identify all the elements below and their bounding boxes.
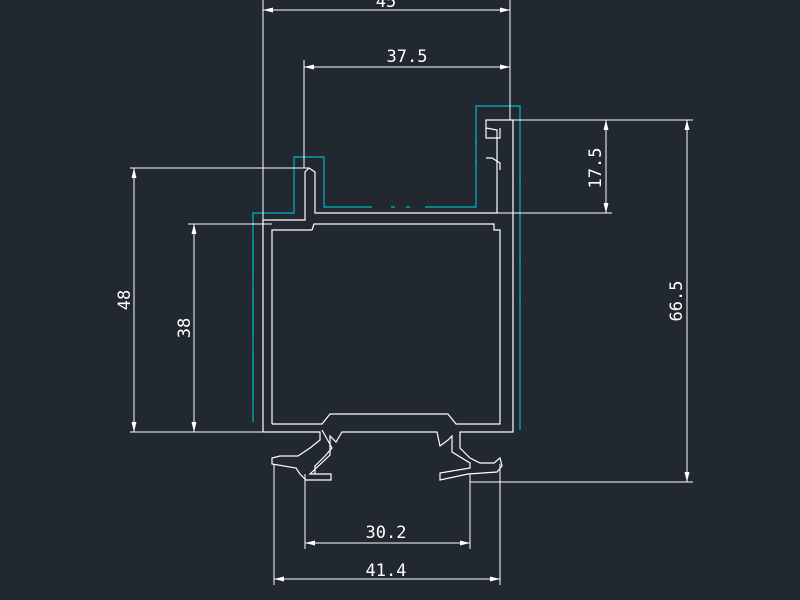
arrow-top-overall-right [500, 7, 510, 13]
arrow-top-overall-left [263, 7, 273, 13]
dim-label-top-inner: 37.5 [387, 47, 428, 67]
profile-outer-contour [262, 119, 514, 481]
dimension-arrowheads [131, 7, 690, 582]
dim-label-right-overall: 66.5 [667, 281, 687, 322]
arrow-left-inner-top [191, 224, 197, 234]
dimension-lines [130, 0, 693, 585]
aluminum-profile [262, 119, 514, 481]
hidden-line-right-cap [425, 105, 521, 430]
arrow-bottom-inner-left [305, 540, 315, 546]
dimension-labels: 45 37.5 48 38 17.5 66.5 30.2 41.4 [115, 0, 687, 581]
arrow-right-overall-top [684, 120, 690, 130]
dim-label-right-small: 17.5 [586, 148, 606, 189]
profile-inner-cavity [271, 223, 501, 425]
arrow-bottom-overall-left [274, 576, 284, 582]
profile-bottom-channel [314, 429, 333, 474]
arrow-right-overall-bottom [684, 472, 690, 482]
profile-top-hook-slot [486, 157, 501, 170]
arrow-bottom-overall-right [490, 576, 500, 582]
arrow-right-small-bottom [603, 203, 609, 213]
hidden-line-center-dots [252, 140, 521, 359]
arrow-right-small-top [603, 120, 609, 130]
arrow-left-outer-bottom [131, 422, 137, 432]
arrow-bottom-inner-right [460, 540, 470, 546]
arrow-left-inner-bottom [191, 422, 197, 432]
hidden-line-left-cap [252, 156, 372, 422]
dim-label-top-overall: 45 [376, 0, 396, 12]
arrow-top-inner-left [304, 64, 314, 70]
arrow-left-outer-top [131, 168, 137, 178]
dim-label-left-outer: 48 [115, 290, 135, 310]
hidden-lines [252, 105, 521, 430]
dim-label-left-inner: 38 [175, 318, 195, 338]
arrow-top-inner-right [500, 64, 510, 70]
dim-label-bottom-inner: 30.2 [366, 523, 407, 543]
profile-top-hook [485, 128, 501, 139]
dim-label-bottom-overall: 41.4 [366, 561, 407, 581]
